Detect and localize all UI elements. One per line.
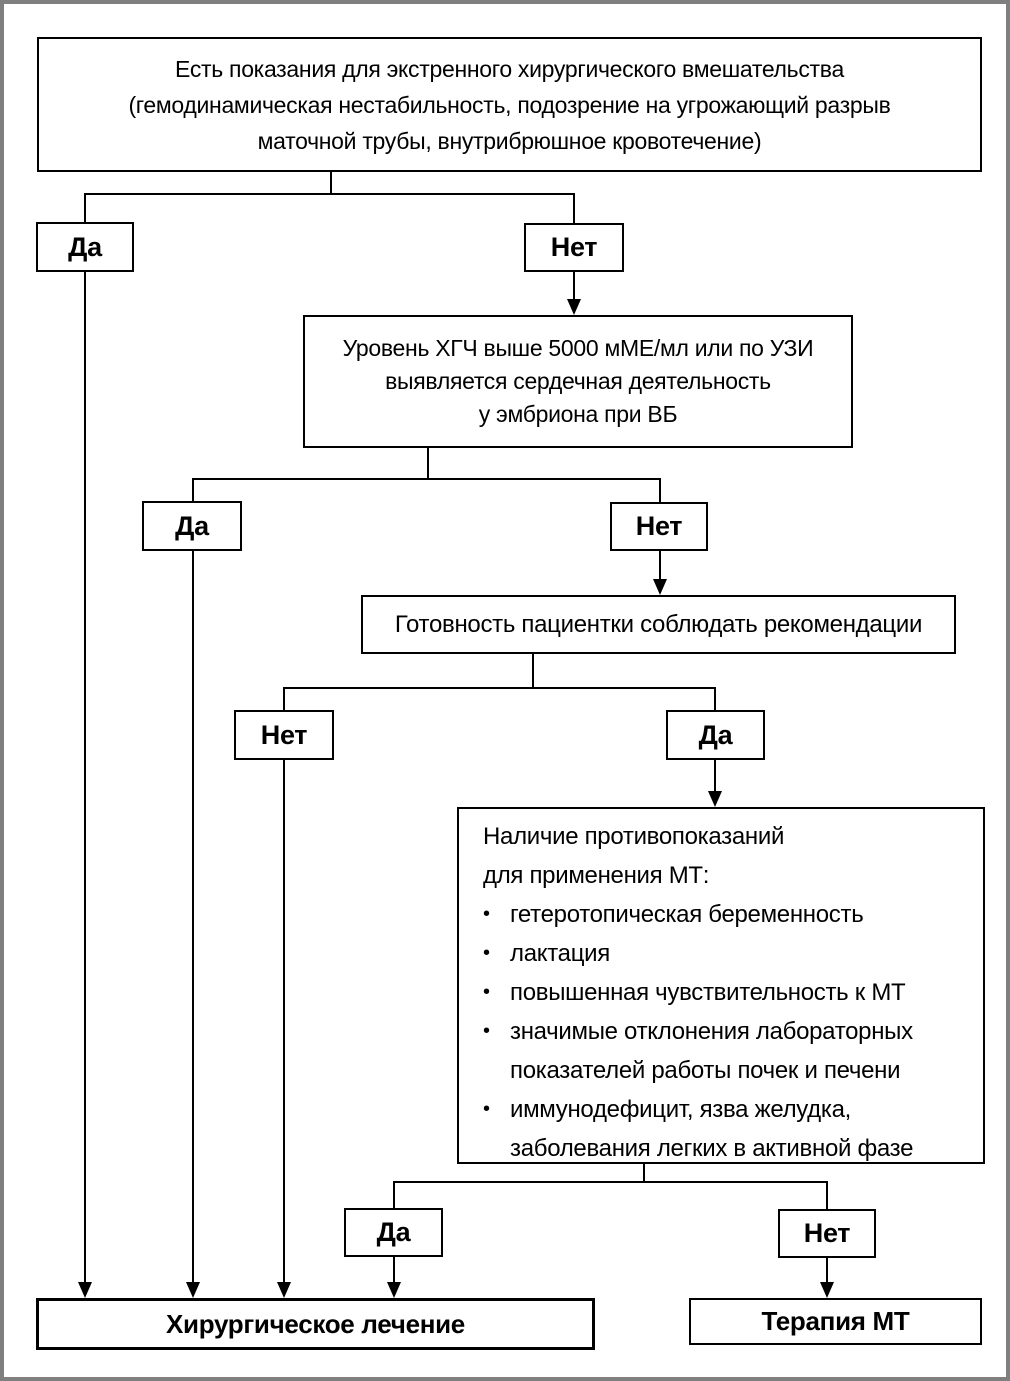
decision-box-patient-compliance: Готовность пациентки соблюдать рекоменда… xyxy=(361,595,956,654)
branch-label-no-3: Нет xyxy=(234,710,334,760)
list-item-text: значимые отклонения лабораторных показат… xyxy=(510,1018,913,1084)
connector-line xyxy=(826,1258,828,1282)
decision-text-line: у эмбриона при ВБ xyxy=(478,401,678,427)
branch-label-yes-4: Да xyxy=(344,1208,443,1257)
yes-label: Да xyxy=(376,1217,411,1247)
bullet-icon: • xyxy=(483,1020,490,1042)
list-item-text: лактация xyxy=(510,940,610,967)
connector-line xyxy=(393,1181,828,1183)
branch-label-no-2: Нет xyxy=(610,502,708,551)
connector-line xyxy=(192,478,661,480)
branch-label-yes-3: Да xyxy=(666,710,765,760)
arrow-down-icon xyxy=(567,299,581,315)
arrow-down-icon xyxy=(387,1282,401,1298)
bullet-icon: • xyxy=(483,903,490,925)
list-item: • иммунодефицит, язва желудка, заболеван… xyxy=(483,1090,913,1168)
decision-box-hcg-level: Уровень ХГЧ выше 5000 мМЕ/мл или по УЗИ … xyxy=(303,315,853,448)
decision-text-line: маточной трубы, внутрибрюшное кровотечен… xyxy=(257,127,762,154)
list-item-text: иммунодефицит, язва желудка, заболевания… xyxy=(510,1096,914,1162)
contraindications-title: Наличие противопоказаний для применения … xyxy=(483,823,785,889)
list-item: • гетеротопическая беременность xyxy=(483,895,864,934)
connector-line xyxy=(283,687,285,710)
decision-box-emergency-surgery-indications: Есть показания для экстренного хирургиче… xyxy=(37,37,982,172)
list-item: • значимые отклонения лабораторных показ… xyxy=(483,1012,913,1090)
decision-text-line: выявляется сердечная деятельность xyxy=(385,368,771,394)
yes-label: Да xyxy=(68,231,102,262)
list-item-text: повышенная чувствительность к МТ xyxy=(510,979,906,1006)
no-label: Нет xyxy=(550,232,598,262)
bullet-icon: • xyxy=(483,1098,490,1120)
connector-line xyxy=(192,551,194,1282)
yes-label: Да xyxy=(698,719,733,750)
connector-line xyxy=(659,478,661,502)
connector-line xyxy=(84,193,86,222)
outcome-label: Хирургическое лечение xyxy=(166,1308,465,1339)
outcome-label: Терапия МТ xyxy=(761,1306,910,1336)
connector-line xyxy=(84,272,86,1282)
decision-text-line: Готовность пациентки соблюдать рекоменда… xyxy=(394,610,923,638)
connector-line xyxy=(573,193,575,223)
bullet-icon: • xyxy=(483,981,490,1003)
branch-label-yes-2: Да xyxy=(142,501,242,551)
branch-label-no-1: Нет xyxy=(524,223,624,272)
yes-label: Да xyxy=(175,510,209,541)
connector-line xyxy=(84,193,575,195)
connector-line xyxy=(714,687,716,710)
decision-text-line: Есть показания для экстренного хирургиче… xyxy=(175,55,844,82)
arrow-down-icon xyxy=(708,791,722,807)
no-label: Нет xyxy=(260,719,308,750)
arrow-down-icon xyxy=(78,1282,92,1298)
connector-line xyxy=(714,760,716,792)
decision-text-line: (гемодинамическая нестабильность, подозр… xyxy=(128,91,891,118)
arrow-down-icon xyxy=(820,1282,834,1298)
arrow-down-icon xyxy=(186,1282,200,1298)
connector-line xyxy=(330,170,332,194)
list-item-text: гетеротопическая беременность xyxy=(510,901,864,928)
arrow-down-icon xyxy=(277,1282,291,1298)
outcome-box-surgical-treatment: Хирургическое лечение xyxy=(36,1298,595,1350)
bullet-icon: • xyxy=(483,942,490,964)
decision-box-mt-contraindications: Наличие противопоказаний для применения … xyxy=(457,807,985,1164)
branch-label-yes-1: Да xyxy=(36,222,134,272)
outcome-box-mt-therapy: Терапия МТ xyxy=(689,1298,982,1345)
connector-line xyxy=(283,760,285,1282)
no-label: Нет xyxy=(635,511,683,541)
connector-line xyxy=(283,687,716,689)
decision-text-line: Уровень ХГЧ выше 5000 мМЕ/мл или по УЗИ xyxy=(342,335,814,361)
connector-line xyxy=(393,1181,395,1208)
arrow-down-icon xyxy=(653,579,667,595)
connector-line xyxy=(659,551,661,580)
connector-line xyxy=(643,1164,645,1182)
list-item: • лактация xyxy=(483,934,610,973)
connector-line xyxy=(532,654,534,688)
connector-line xyxy=(192,478,194,501)
branch-label-no-4: Нет xyxy=(778,1209,876,1258)
no-label: Нет xyxy=(803,1218,851,1248)
connector-line xyxy=(573,272,575,301)
list-item: • повышенная чувствительность к МТ xyxy=(483,973,906,1012)
connector-line xyxy=(427,448,429,479)
connector-line xyxy=(826,1181,828,1209)
connector-line xyxy=(393,1257,395,1282)
